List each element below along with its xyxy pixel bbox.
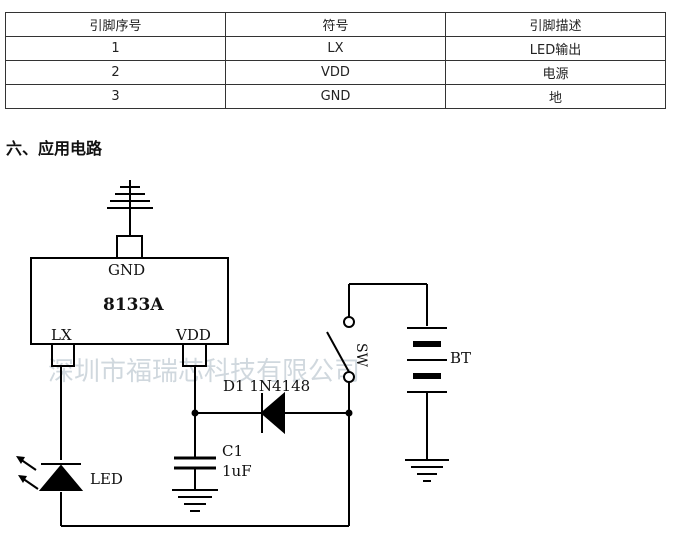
table-cell: 电源 [445,60,666,85]
watermark-text: 深圳市福瑞芯科技有限公司 [48,357,360,387]
diode-d1-symbol [260,391,285,435]
switch-sw-symbol[interactable] [326,316,355,383]
table-cell: 1 [5,36,226,61]
led-symbol [16,456,84,491]
capacitor-value: 1uF [222,462,252,480]
section-title: 六、应用电路 [6,139,103,158]
circuit-wires [60,283,428,527]
header-symbol: 符号 [225,12,446,37]
pin-table-header-row: 引脚序号 符号 引脚描述 [5,12,666,37]
table-row: 1 LX LED输出 [5,36,666,61]
chip-body [30,257,229,345]
chip-name: 8133A [103,295,164,315]
junction-dot [191,409,199,417]
capacitor-name: C1 [222,442,243,460]
ground-symbol-capacitor [172,489,218,512]
table-cell: 地 [445,84,666,109]
pin-label-gnd: GND [108,261,145,279]
header-pin-number: 引脚序号 [5,12,226,37]
junction-dot [345,409,353,417]
lx-pin-box [51,343,75,367]
ground-symbol-battery [405,459,449,482]
table-row: 2 VDD 电源 [5,60,666,85]
table-cell: LX [225,36,446,61]
led-label: LED [90,470,123,488]
capacitor-c1-symbol [174,456,216,470]
ground-symbol-top [107,180,153,236]
table-cell: 2 [5,60,226,85]
pin-label-lx: LX [51,326,72,344]
battery-label: BT [450,349,471,367]
diode-label: D1 1N4148 [223,377,310,395]
pin-table: 引脚序号 符号 引脚描述 1 LX LED输出 2 VDD 电源 3 GND 地 [5,12,666,109]
table-cell: GND [225,84,446,109]
pin-label-vdd: VDD [175,326,211,344]
gnd-pin-box [116,235,143,259]
table-cell: 3 [5,84,226,109]
battery-bt-symbol [407,327,447,393]
table-row: 3 GND 地 [5,84,666,109]
switch-label: SW [353,343,369,368]
